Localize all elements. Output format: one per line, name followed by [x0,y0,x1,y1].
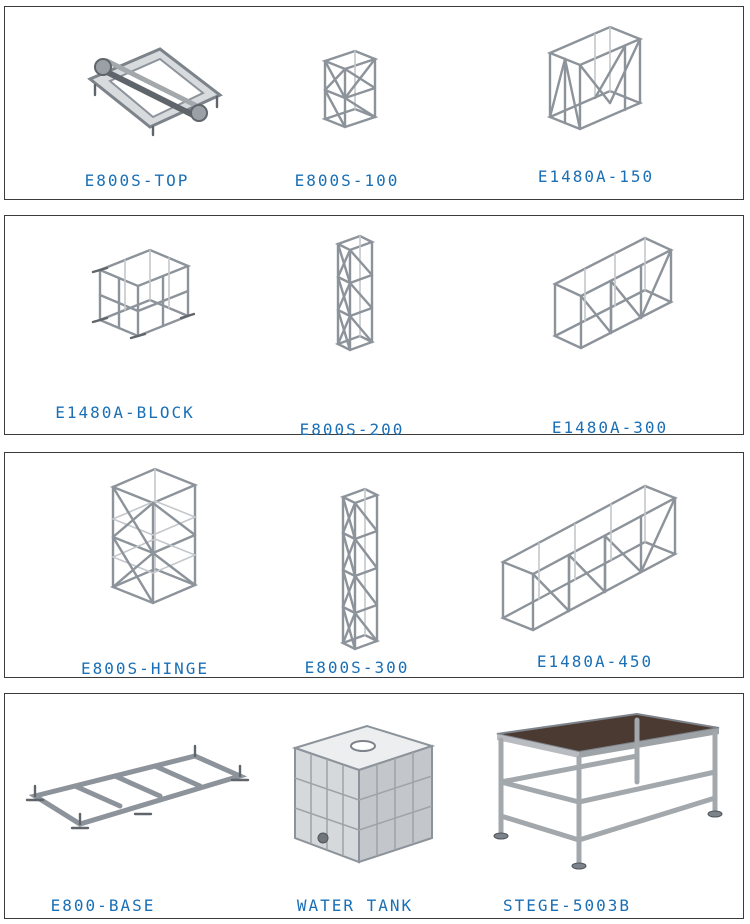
truss-150-icon [546,25,644,131]
product-item-e1480a-450[interactable]: E1480A-450 [495,478,685,671]
product-panel-1: E800S-TOP E800S-100 E1480A-150 [4,6,744,200]
product-label: WATER TANK [296,896,414,915]
product-label: E800S-200 [299,420,405,439]
product-label: E1480A-300 [551,418,669,437]
truss-200-icon [334,234,376,352]
product-item-e800s-300[interactable]: E800S-300 [305,483,407,677]
product-item-stege-5003b[interactable]: STEGE-5003B [487,712,732,915]
product-item-e800s-200[interactable]: E800S-200 [300,230,402,439]
product-item-e800s-top[interactable]: E800S-TOP [75,37,225,190]
product-label: E800S-TOP [84,171,190,190]
product-item-water-tank[interactable]: WATER TANK [287,722,437,915]
product-item-e1480a-150[interactable]: E1480A-150 [538,17,652,186]
water-tank-icon [291,724,436,864]
product-label: E800S-HINGE [81,659,209,678]
product-item-e800s-100[interactable]: E800S-100 [295,43,397,190]
truss-300-icon [552,236,674,350]
product-item-e800s-hinge[interactable]: E800S-HINGE [81,459,207,678]
product-panel-2: E1480A-BLOCK E800S-200 [4,215,744,439]
truss-block-icon [91,248,195,340]
product-panel-3: E800S-HINGE E800S-300 [4,452,744,678]
product-item-e800-base[interactable]: E800-BASE [25,744,255,915]
product-label: E1480A-BLOCK [55,403,195,422]
stage-platform-icon [493,712,723,870]
product-panel-4: E800-BASE WATER TANK [4,693,744,919]
truss-hinge-icon [109,467,199,605]
product-item-e1480a-300[interactable]: E1480A-300 [545,228,680,437]
product-label: E800S-300 [304,658,410,677]
base-frame-icon [25,744,250,830]
product-label: STEGE-5003B [503,896,631,915]
product-label: E800S-100 [294,171,400,190]
product-item-e1480a-block[interactable]: E1480A-BLOCK [55,238,195,422]
truss-450-icon [500,484,678,632]
product-label: E1480A-150 [537,167,655,186]
truss-top-icon [87,47,223,137]
truss-300-tower-icon [339,487,381,651]
product-label: E800-BASE [50,896,156,915]
product-label: E1480A-450 [536,652,654,671]
truss-100-icon [321,49,379,129]
